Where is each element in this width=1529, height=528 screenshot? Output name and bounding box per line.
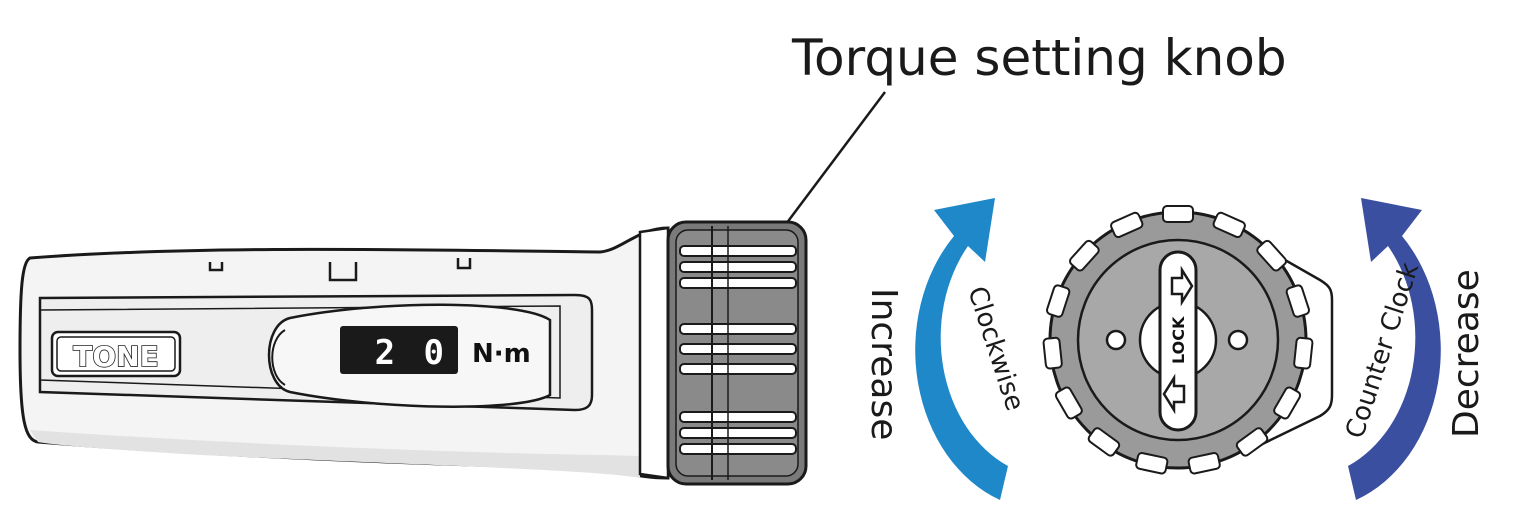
- counter-clockwise-arrow: [1348, 198, 1441, 500]
- brand-logo-text: TONE: [73, 340, 158, 373]
- knob-teeth: [1042, 205, 1314, 475]
- brand-badge: TONE: [50, 330, 182, 378]
- increase-label: Increase: [863, 288, 904, 440]
- lock-arrow-left-icon: [1162, 373, 1186, 415]
- readout-value: 2 0: [375, 333, 448, 373]
- decrease-label: Decrease: [1446, 269, 1487, 438]
- lock-arrow-right-icon: [1170, 265, 1194, 307]
- torque-setting-knob[interactable]: [666, 220, 808, 486]
- knob-grip-ridges: [679, 245, 797, 455]
- clockwise-arrow: [915, 198, 1008, 500]
- torque-readout: 2 0 N·m: [340, 326, 531, 374]
- collar-ring: [638, 226, 670, 480]
- callout-label: Torque setting knob: [791, 29, 1287, 87]
- readout-unit: N·m: [472, 339, 531, 369]
- lock-label: LOCK: [1169, 316, 1188, 364]
- clockwise-label: Clockwise: [961, 283, 1029, 415]
- knob-end-view: LOCK: [1042, 205, 1334, 475]
